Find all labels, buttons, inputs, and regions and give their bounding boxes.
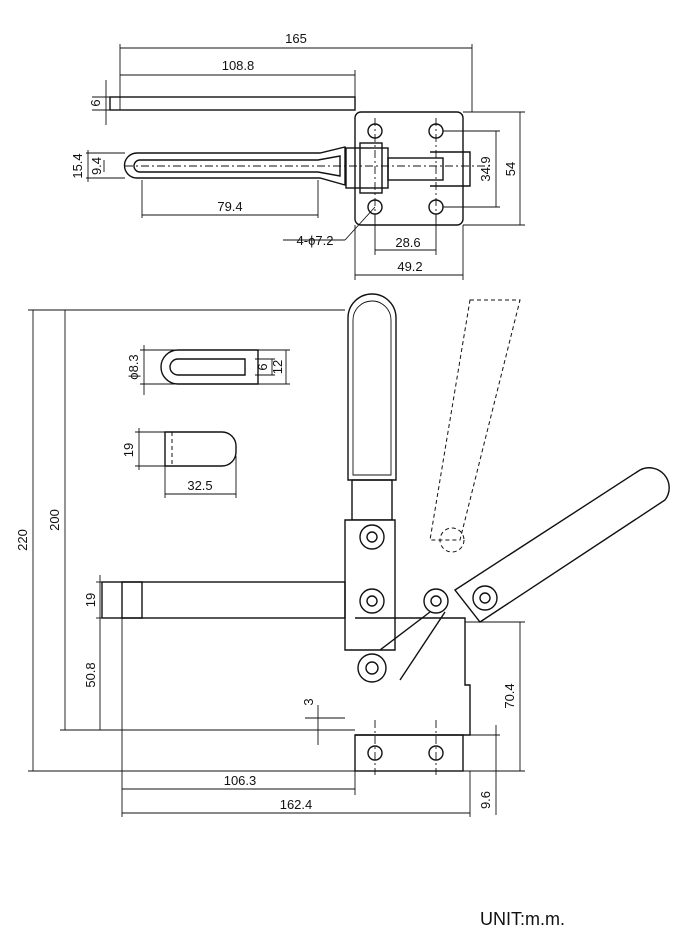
- hole-callout: 4-ϕ7.2: [297, 233, 334, 248]
- dim-3: 3: [301, 698, 316, 705]
- handle-shank: [351, 479, 393, 521]
- dim-200: 200: [47, 509, 62, 531]
- dim-19-side: 19: [83, 593, 98, 607]
- pivot-pin: [357, 653, 387, 683]
- pivot-pin: [359, 524, 385, 550]
- dim-9-6: 9.6: [478, 791, 493, 809]
- dim-49-2: 49.2: [397, 259, 422, 274]
- dim-34-9: 34.9: [478, 156, 493, 181]
- clamp-arm-side: [101, 581, 346, 619]
- dim-108-8: 108.8: [222, 58, 255, 73]
- top-view: 165 108.8 6 15.4 9.4 79.4 4-ϕ7.2 28.6: [70, 31, 525, 280]
- dim-9-4: 9.4: [89, 157, 104, 175]
- linkage-pivot-top: [359, 142, 383, 194]
- unit-label: UNIT:m.m.: [480, 909, 565, 929]
- dim-79-4: 79.4: [217, 199, 242, 214]
- spindle-side: [121, 581, 143, 619]
- pivot-pin: [359, 588, 385, 614]
- handle-vertical: [347, 293, 397, 481]
- linkage-body: [344, 519, 396, 651]
- clamp-bar-top: [109, 96, 356, 111]
- dim-70-4: 70.4: [502, 683, 517, 708]
- base-plate-side: [354, 734, 464, 772]
- pivot-pin: [423, 588, 449, 614]
- dim-phi-8-3: ϕ8.3: [126, 354, 141, 379]
- handle-slot-top: [133, 155, 341, 177]
- dim-6-detail: 6: [255, 363, 270, 370]
- side-view: 220 200 19 50.8 3 70.4 106.3 162.4 9.6: [15, 293, 670, 817]
- detail-views: ϕ8.3 6 12 19 32.5: [121, 345, 290, 498]
- handle-phantom: [429, 299, 521, 541]
- spindle-detail: [164, 431, 237, 467]
- dim-54: 54: [503, 162, 518, 176]
- dim-220: 220: [15, 529, 30, 551]
- base-plate-top: [354, 111, 464, 226]
- dim-165: 165: [285, 31, 307, 46]
- dim-28-6: 28.6: [395, 235, 420, 250]
- dim-15-4: 15.4: [70, 153, 85, 178]
- handle-top: [123, 146, 346, 186]
- dim-12-detail: 12: [270, 360, 285, 374]
- dim-162-4: 162.4: [280, 797, 313, 812]
- handle-open: [453, 467, 670, 623]
- link-loop-top: [430, 151, 471, 187]
- dim-32-5: 32.5: [187, 478, 212, 493]
- dim-50-8: 50.8: [83, 662, 98, 687]
- dim-106-3: 106.3: [224, 773, 257, 788]
- link-arm-top: [387, 157, 444, 181]
- dim-6-top: 6: [88, 99, 103, 106]
- slot-detail: [160, 349, 259, 385]
- dim-19-detail: 19: [121, 443, 136, 457]
- slot-detail-inner: [169, 358, 246, 376]
- handle-grip: [352, 300, 392, 476]
